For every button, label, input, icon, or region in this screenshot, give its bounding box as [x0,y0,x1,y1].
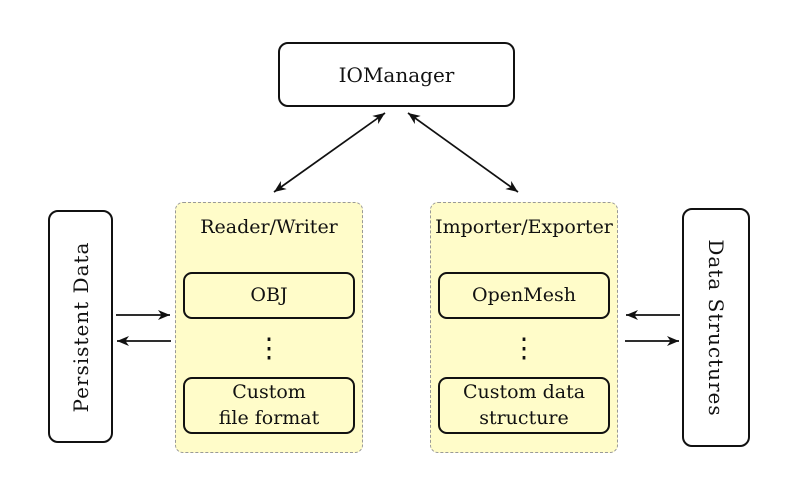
ellipsis-reader-writer: ⋮ [176,321,362,375]
group-reader-writer: Reader/Writer OBJ ⋮ Custom file format [175,202,363,453]
node-custom-data-structure: Custom data structure [438,377,610,434]
group-importer-exporter: Importer/Exporter OpenMesh ⋮ Custom data… [430,202,618,453]
ellipsis-importer-exporter: ⋮ [431,321,617,375]
custom-data-structure-line1: Custom data [462,381,586,404]
arrow-iomanager-readerwriter [273,112,386,193]
node-obj: OBJ [183,272,355,319]
importer-exporter-title: Importer/Exporter [435,216,613,238]
persistent-data-label: Persistent Data [68,241,93,412]
reader-writer-title: Reader/Writer [200,216,338,238]
vertical-dots: ⋮ [510,332,538,364]
iomanager-label: IOManager [338,62,455,87]
data-structures-label: Data Structures [704,238,728,417]
arrow-iomanager-importerexporter [407,112,519,193]
node-iomanager: IOManager [278,42,515,107]
openmesh-label: OpenMesh [472,283,576,306]
vertical-dots: ⋮ [255,332,283,364]
custom-file-format-line1: Custom [232,381,306,404]
custom-file-format-line2: file format [218,406,320,429]
custom-data-structure-line2: structure [479,406,569,429]
node-custom-file-format: Custom file format [183,377,355,434]
node-data-structures: Data Structures [682,208,750,447]
node-persistent-data: Persistent Data [48,210,113,443]
node-openmesh: OpenMesh [438,272,610,319]
obj-label: OBJ [250,283,288,306]
